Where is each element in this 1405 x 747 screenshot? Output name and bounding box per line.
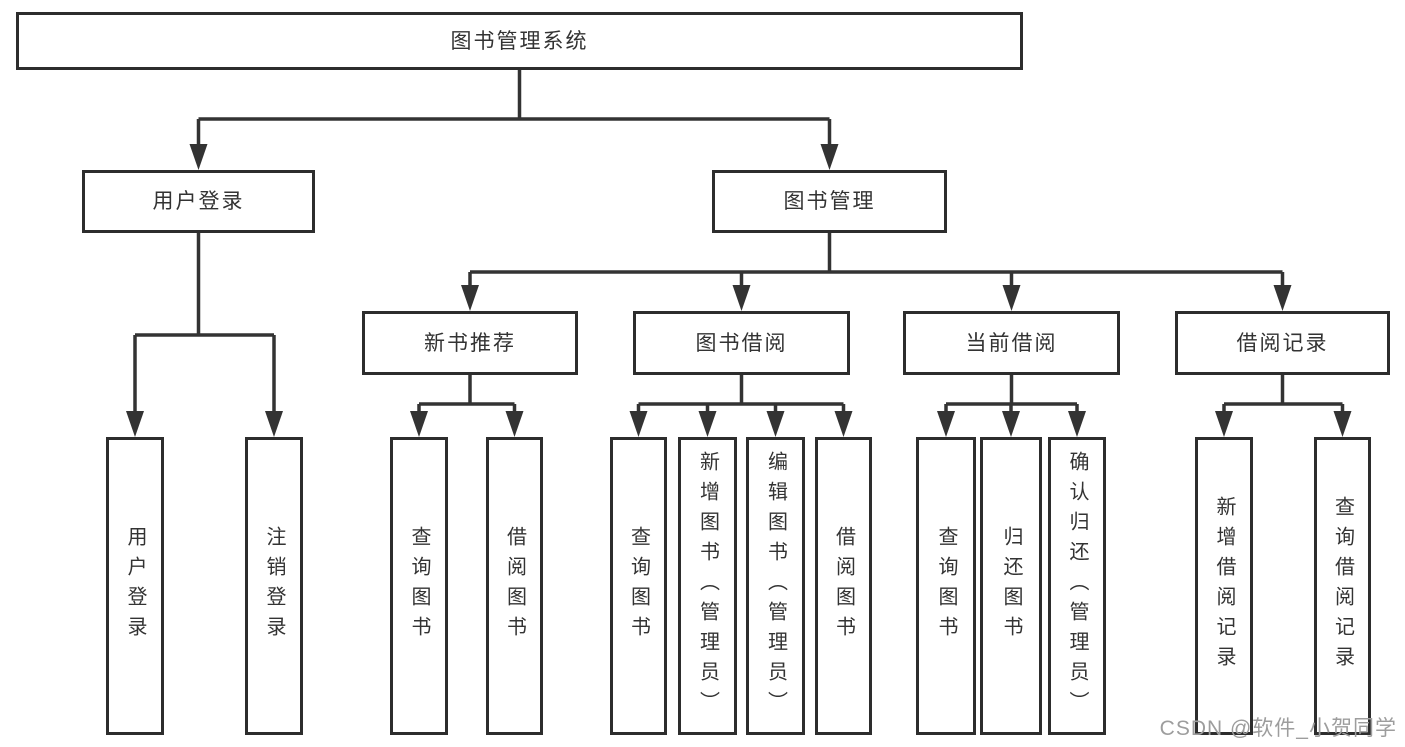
arrowhead-icon (820, 144, 839, 170)
arrowhead-icon (732, 285, 751, 311)
arrowhead-icon (1068, 411, 1086, 437)
node-leaf-edit-book: 编辑图书（管理员） (746, 437, 805, 735)
arrowhead-icon (937, 411, 955, 437)
arrowhead-icon (698, 411, 717, 437)
node-leaf-borrow-book-a: 借阅图书 (486, 437, 543, 735)
tree-connector-path (133, 70, 1345, 417)
node-leaf-return-book: 归还图书 (980, 437, 1042, 735)
arrowhead-icon (1002, 411, 1020, 437)
node-leaf-query-record: 查询借阅记录 (1314, 437, 1371, 735)
arrowhead-icon (505, 411, 524, 437)
arrowhead-icon (126, 411, 144, 437)
node-leaf-borrow-book-b: 借阅图书 (815, 437, 872, 735)
node-leaf-confirm-return: 确认归还（管理员） (1048, 437, 1106, 735)
node-borrow-records: 借阅记录 (1175, 311, 1390, 375)
arrowhead-icon (629, 411, 648, 437)
arrowhead-icon (766, 411, 785, 437)
node-book-borrow: 图书借阅 (633, 311, 850, 375)
arrowhead-icon (1002, 285, 1021, 311)
arrowhead-icon (834, 411, 853, 437)
node-leaf-add-book: 新增图书（管理员） (678, 437, 737, 735)
arrowhead-icon (461, 285, 479, 311)
arrowhead-icon (1215, 411, 1233, 437)
node-leaf-logout: 注销登录 (245, 437, 303, 735)
node-leaf-query-book-a: 查询图书 (390, 437, 448, 735)
node-user-login: 用户登录 (82, 170, 315, 233)
node-new-book-rec: 新书推荐 (362, 311, 578, 375)
arrowhead-icon (189, 144, 208, 170)
arrowhead-icon (265, 411, 283, 437)
node-root: 图书管理系统 (16, 12, 1023, 70)
arrowhead-icon (410, 411, 428, 437)
node-leaf-user-login: 用户登录 (106, 437, 164, 735)
arrowhead-icon (1333, 411, 1352, 437)
node-book-mgmt: 图书管理 (712, 170, 947, 233)
node-current-borrow: 当前借阅 (903, 311, 1120, 375)
node-leaf-query-book-c: 查询图书 (916, 437, 976, 735)
arrowhead-icon (1273, 285, 1292, 311)
node-leaf-add-record: 新增借阅记录 (1195, 437, 1253, 735)
watermark: CSDN @软件_小贺同学 (1159, 717, 1397, 740)
node-leaf-query-book-b: 查询图书 (610, 437, 667, 735)
